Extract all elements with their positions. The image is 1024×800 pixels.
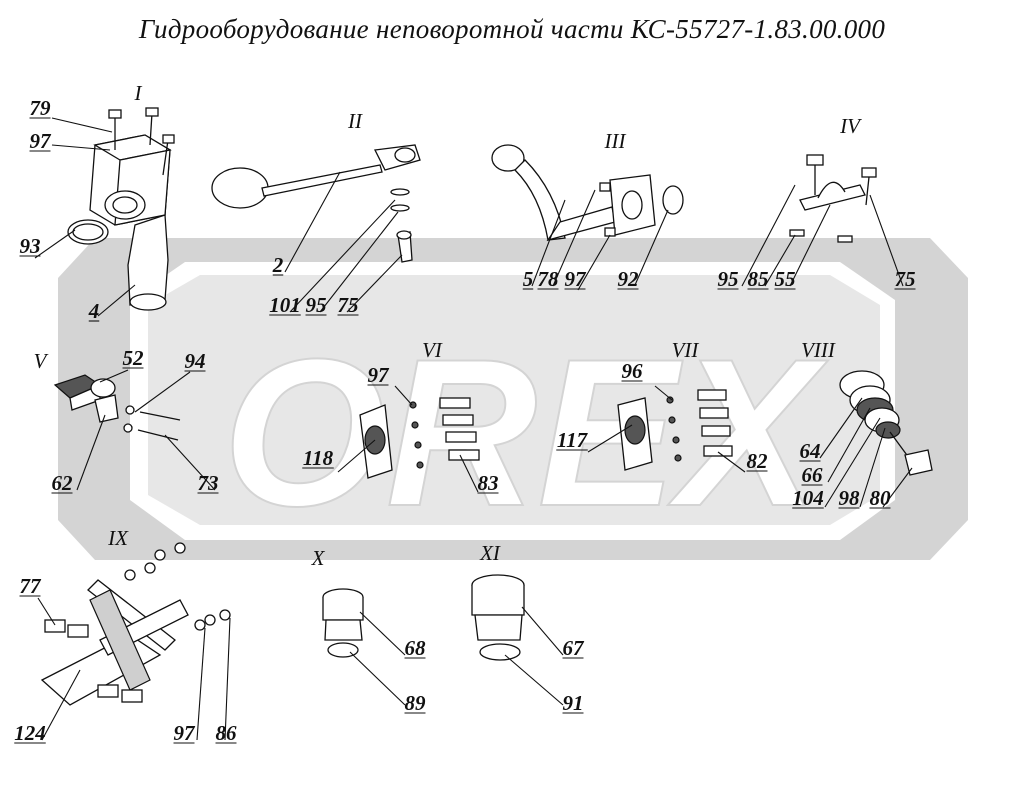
callout-4: 4 (88, 299, 100, 323)
part-assembly-4 (789, 154, 877, 243)
part-assembly-10 (322, 588, 364, 658)
part-assembly-3 (491, 144, 684, 242)
callout-68: 68 (405, 636, 427, 660)
callout-97: 97 (368, 363, 391, 387)
group-label-ii: II (347, 109, 363, 133)
callout-97: 97 (30, 129, 53, 153)
callout-98: 98 (839, 486, 861, 510)
callout-97: 97 (174, 721, 197, 745)
callout-101: 101 (269, 293, 301, 317)
callout-95: 95 (306, 293, 327, 317)
callout-66: 66 (802, 463, 824, 487)
watermark-logo: OREX (58, 238, 968, 560)
callout-117: 117 (557, 428, 589, 452)
part-assembly-5 (53, 374, 181, 441)
callout-95: 95 (718, 267, 739, 291)
callout-104: 104 (792, 486, 824, 510)
callout-75: 75 (338, 293, 359, 317)
group-label-viii: VIII (801, 338, 836, 362)
part-assembly-2 (211, 144, 421, 263)
callout-97: 97 (565, 267, 588, 291)
callout-73: 73 (198, 471, 219, 495)
group-label-xi: XI (479, 541, 501, 565)
group-label-v: V (34, 349, 49, 373)
callout-91: 91 (563, 691, 584, 715)
callout-79: 79 (30, 96, 52, 120)
part-assembly-11 (471, 574, 525, 661)
leader-lines (34, 117, 913, 741)
group-label-vi: VI (422, 338, 443, 362)
callout-89: 89 (405, 691, 427, 715)
callout-92: 92 (618, 267, 640, 291)
callout-80: 80 (870, 486, 892, 510)
group-label-x: X (311, 546, 326, 570)
part-assembly-9 (40, 542, 231, 706)
callout-77: 77 (20, 574, 43, 598)
part-assembly-1 (67, 107, 175, 311)
callout-67: 67 (563, 636, 586, 660)
callout-75: 75 (895, 267, 916, 291)
callout-93: 93 (20, 234, 41, 258)
group-label-iii: III (604, 129, 627, 153)
group-label-i: I (134, 81, 143, 105)
callout-118: 118 (303, 446, 334, 470)
part-assembly-6 (359, 397, 480, 479)
callout-62: 62 (52, 471, 74, 495)
callout-2: 2 (272, 253, 284, 277)
group-label-vii: VII (672, 338, 700, 362)
callout-85: 85 (748, 267, 769, 291)
callout-82: 82 (747, 449, 769, 473)
part-assembly-7 (617, 389, 733, 471)
callout-55: 55 (775, 267, 796, 291)
callout-78: 78 (538, 267, 560, 291)
callout-52: 52 (123, 346, 145, 370)
group-label-ix: IX (107, 526, 129, 550)
watermark-text: OREX (222, 315, 828, 550)
group-label-iv: IV (839, 114, 862, 138)
callout-86: 86 (216, 721, 238, 745)
callout-96: 96 (622, 359, 644, 383)
callout-83: 83 (478, 471, 499, 495)
callout-5: 5 (523, 267, 534, 291)
callout-64: 64 (800, 439, 821, 463)
diagram-title: Гидрооборудование неповоротной части КС-… (138, 14, 886, 44)
callout-94: 94 (185, 349, 206, 373)
callout-124: 124 (14, 721, 46, 745)
